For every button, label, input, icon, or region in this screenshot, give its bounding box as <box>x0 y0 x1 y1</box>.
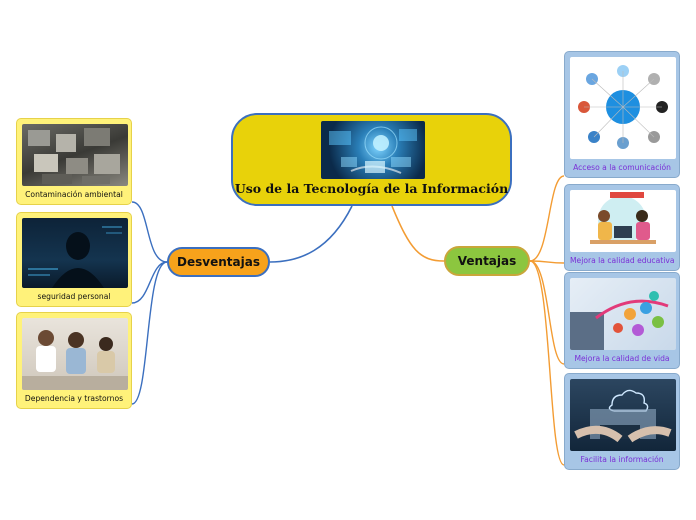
connected-life-icon <box>570 278 676 350</box>
card-label: Mejora la calidad educativa <box>570 256 675 265</box>
technology-icon <box>321 121 425 179</box>
card-label: Mejora la calidad de vida <box>574 354 670 363</box>
card-informacion[interactable]: Facilita la información <box>564 373 680 470</box>
education-icon <box>570 190 676 252</box>
central-title: Uso de la Tecnología de la Información <box>234 181 509 196</box>
family-devices-icon <box>22 318 128 390</box>
card-seguridad[interactable]: seguridad personal <box>16 212 132 307</box>
central-topic[interactable]: Uso de la Tecnología de la Información <box>231 113 512 206</box>
card-comunicacion[interactable]: Acceso a la comunicación <box>564 51 680 178</box>
hacker-icon <box>22 218 128 288</box>
card-label: Facilita la información <box>580 455 664 464</box>
electronic-waste-icon <box>22 124 128 186</box>
card-label: Dependencia y trastornos <box>24 394 124 403</box>
laptop-cloud-icon <box>570 379 676 451</box>
card-contaminacion[interactable]: Contaminación ambiental <box>16 118 132 205</box>
branch-desventajas[interactable]: Desventajas <box>167 247 270 277</box>
card-label: seguridad personal <box>37 292 111 301</box>
unified-communications-icon <box>570 57 676 159</box>
card-dependencia[interactable]: Dependencia y trastornos <box>16 312 132 409</box>
card-label: Acceso a la comunicación <box>573 163 671 172</box>
card-label: Contaminación ambiental <box>25 190 123 199</box>
card-calidad-vida[interactable]: Mejora la calidad de vida <box>564 272 680 369</box>
card-educativa[interactable]: Mejora la calidad educativa <box>564 184 680 271</box>
branch-ventajas[interactable]: Ventajas <box>444 246 530 276</box>
